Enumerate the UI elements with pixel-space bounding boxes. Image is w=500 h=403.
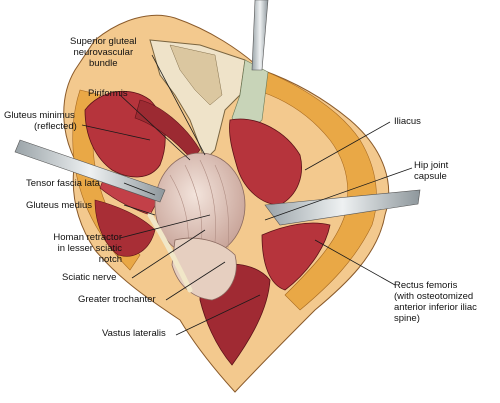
label-line: Vastus lateralis xyxy=(102,328,166,339)
label-line: Greater trochanter xyxy=(78,294,156,305)
label-line: Hip joint xyxy=(414,160,449,171)
label-line: Piriformis xyxy=(88,88,128,99)
capsule-striations xyxy=(169,159,229,256)
label-line: Superior gluteal xyxy=(70,36,137,47)
label-line: capsule xyxy=(414,171,447,182)
label-line: Gluteus minimus xyxy=(4,110,75,121)
rectus-femoris-muscle xyxy=(261,222,331,291)
label-line: anterior inferior iliac xyxy=(394,302,477,313)
right-retractor xyxy=(264,189,421,226)
label-line: (with osteotomized xyxy=(394,291,474,302)
bone-cut-surface xyxy=(169,44,223,106)
label-rectus-femoris: Rectus femoris (with osteotomized anteri… xyxy=(394,280,477,324)
label-line: Sciatic nerve xyxy=(62,272,117,283)
label-homan-retractor: Homan retractor in lesser sciatic notch xyxy=(26,232,122,265)
label-vastus-lateralis: Vastus lateralis xyxy=(102,328,166,339)
label-greater-trochanter: Greater trochanter xyxy=(78,294,156,305)
gluteus-medius-muscle xyxy=(94,199,156,257)
label-piriformis: Piriformis xyxy=(88,88,128,99)
label-line: bundle xyxy=(89,58,118,69)
label-superior-gluteal: Superior gluteal neurovascular bundle xyxy=(70,36,137,69)
label-line: Tensor fascia lata xyxy=(26,178,100,189)
label-gluteus-minimus: Gluteus minimus (reflected) xyxy=(4,110,77,132)
label-tensor-fascia-lata: Tensor fascia lata xyxy=(26,178,100,189)
left-retractor xyxy=(14,139,166,203)
label-iliacus: Iliacus xyxy=(394,116,421,127)
fat-layer-right xyxy=(261,69,377,311)
label-line: spine) xyxy=(394,313,420,324)
label-line: notch xyxy=(98,254,122,265)
top-retractor xyxy=(251,0,269,71)
label-line: (reflected) xyxy=(34,121,77,132)
label-line: Gluteus medius xyxy=(26,200,93,211)
label-line: Iliacus xyxy=(394,116,421,127)
leader-lines xyxy=(81,54,413,336)
label-line: neurovascular xyxy=(73,47,134,58)
label-line: Rectus femoris xyxy=(394,280,458,291)
label-hip-joint-capsule: Hip joint capsule xyxy=(414,160,448,182)
label-gluteus-medius: Gluteus medius xyxy=(26,200,92,211)
label-sciatic-nerve: Sciatic nerve xyxy=(62,272,116,283)
label-line: in lesser sciatic xyxy=(57,243,122,254)
label-line: Homan retractor xyxy=(53,232,122,243)
